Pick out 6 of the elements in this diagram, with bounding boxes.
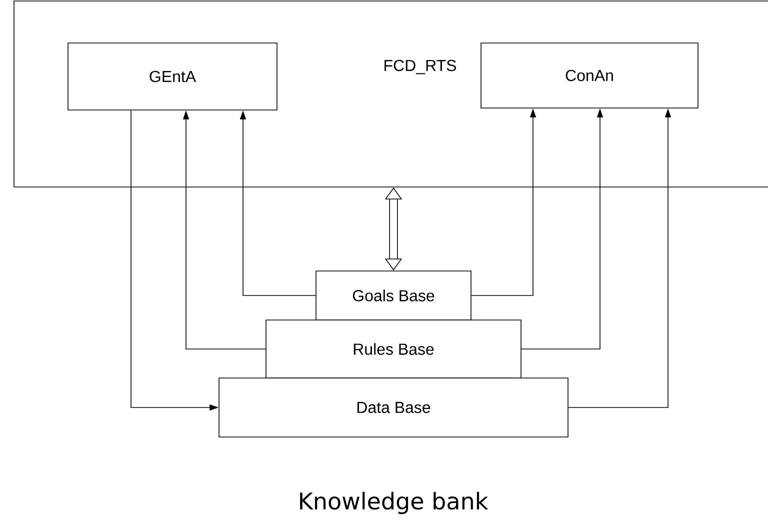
caption: Knowledge bank (300, 492, 488, 514)
base-box: Rules Base (266, 320, 522, 378)
base-box: Goals Base (316, 270, 472, 320)
module-box: GEntA (68, 42, 278, 110)
module-box: ConAn (480, 42, 698, 108)
base-box: Data Base (218, 378, 568, 438)
